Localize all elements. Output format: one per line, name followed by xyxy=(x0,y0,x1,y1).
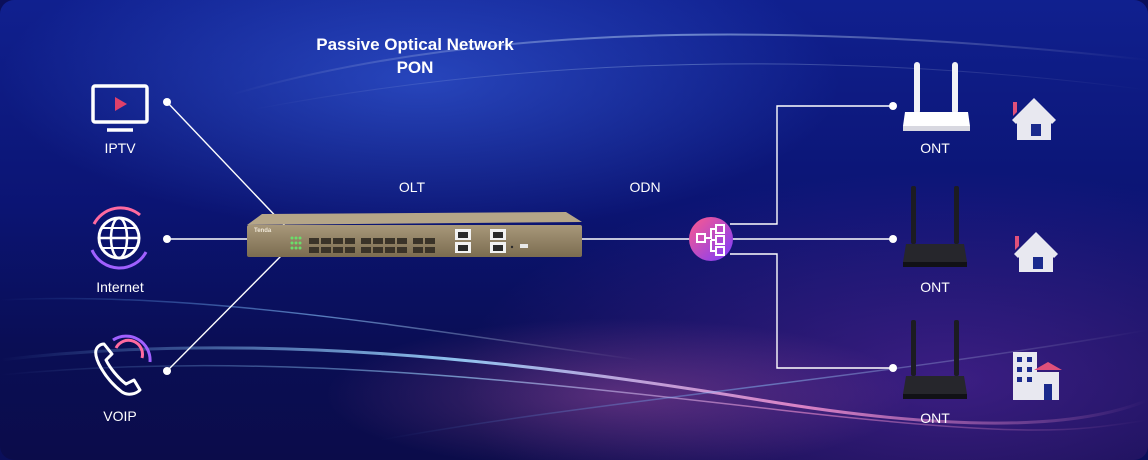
iptv-node-dot xyxy=(163,98,171,106)
splitter-tree-icon xyxy=(696,224,725,256)
globe-icon xyxy=(90,206,148,270)
ont3-node-dot xyxy=(889,364,897,372)
phone-icon xyxy=(94,334,152,396)
diagram-title: Passive Optical Network PON xyxy=(265,33,565,79)
olt-sfp-ports xyxy=(309,238,435,253)
olt-brand-logo: Tenda xyxy=(254,228,272,234)
ont-1-router xyxy=(903,62,970,131)
iptv-link xyxy=(166,101,286,227)
ont2-node-dot xyxy=(889,235,897,243)
voip-node-dot xyxy=(163,367,171,375)
ont-3-label: ONT xyxy=(920,410,950,426)
building-icon xyxy=(1013,352,1062,400)
title-line-1: Passive Optical Network xyxy=(316,35,514,54)
internet-label: Internet xyxy=(96,279,144,295)
house-icon xyxy=(1014,232,1058,272)
house-icon xyxy=(1012,98,1056,140)
odn-label: ODN xyxy=(629,179,661,195)
voip-link xyxy=(166,251,286,372)
voip-label: VOIP xyxy=(103,408,137,424)
ont-1-label: ONT xyxy=(920,140,950,156)
ont1-link xyxy=(730,105,893,225)
tv-icon xyxy=(91,84,149,132)
olt-leds xyxy=(290,236,302,250)
title-line-2: PON xyxy=(396,58,434,77)
play-icon xyxy=(115,97,127,111)
internet-node-dot xyxy=(163,235,171,243)
iptv-label: IPTV xyxy=(104,140,136,156)
olt-label: OLT xyxy=(398,179,426,195)
olt-ethernet-ports xyxy=(455,229,528,253)
ont1-node-dot xyxy=(889,102,897,110)
ont-2-label: ONT xyxy=(920,279,950,295)
ont-3-router xyxy=(903,320,967,399)
ont3-link xyxy=(730,253,893,369)
olt-top-surface xyxy=(247,212,582,225)
ont-2-router xyxy=(903,186,967,267)
